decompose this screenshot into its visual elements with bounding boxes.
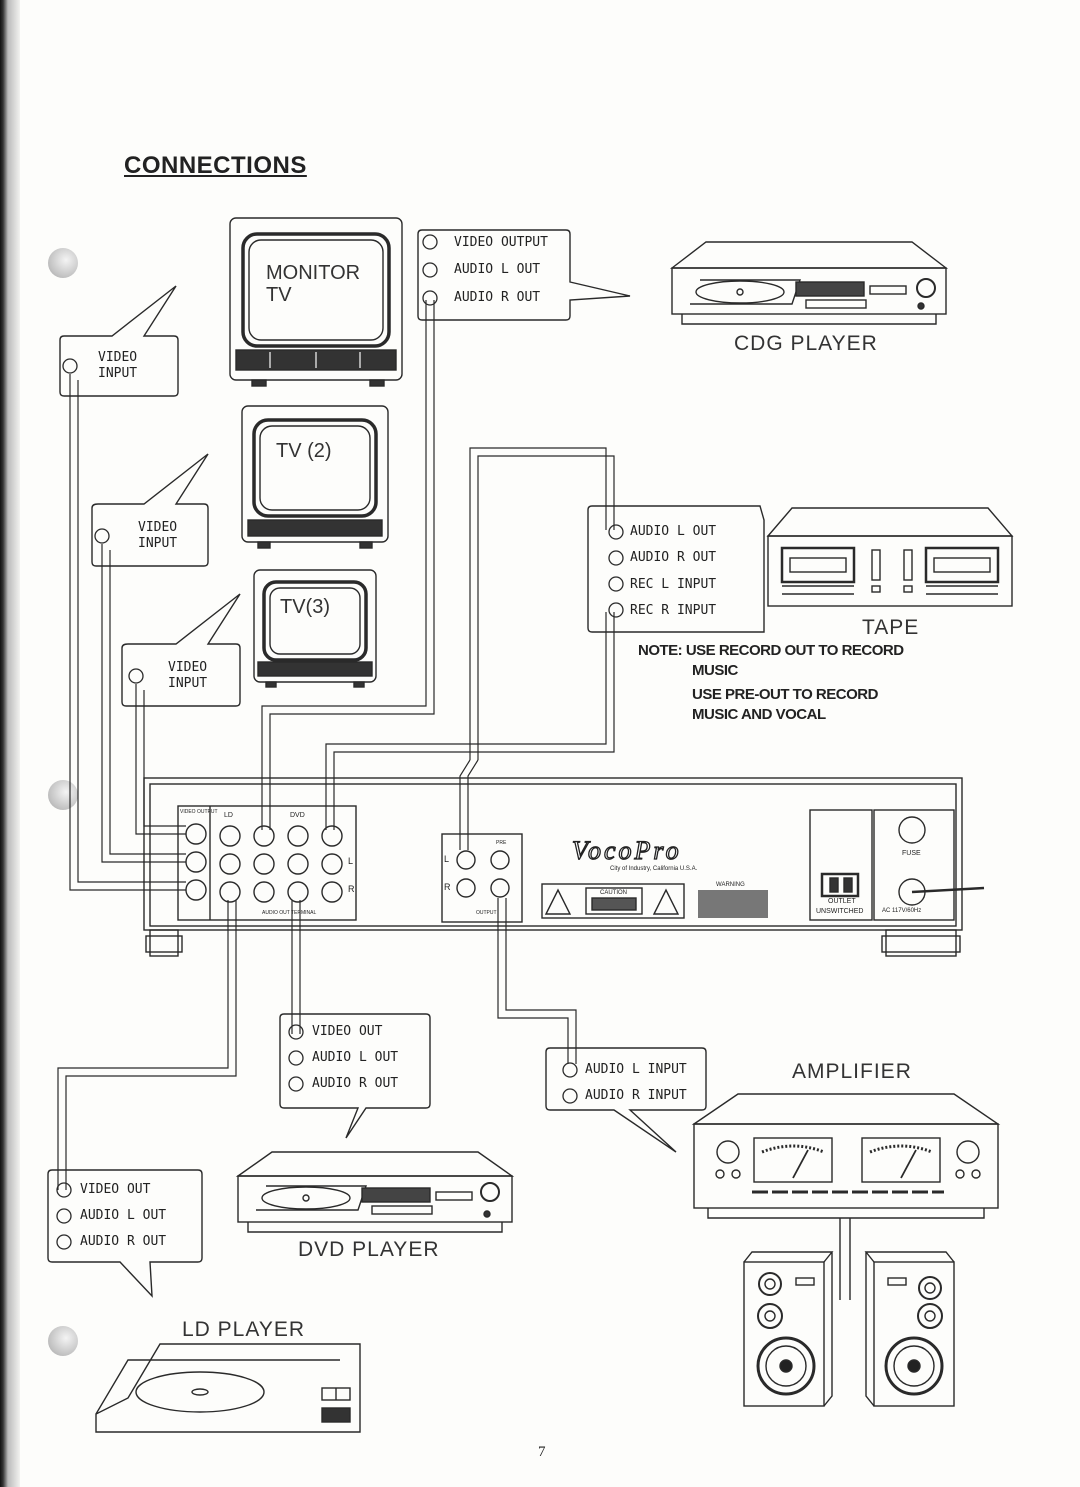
right-speaker	[864, 1251, 955, 1407]
ld-audio-l-out: AUDIO L OUT	[80, 1208, 167, 1223]
ld-player-label: LD PLAYER	[182, 1318, 305, 1341]
monitor-input-label: INPUT	[98, 366, 138, 381]
dvd-audio-r-out: AUDIO R OUT	[312, 1076, 399, 1091]
brand-location: City of Industry, California U.S.A.	[610, 866, 698, 872]
panel-out-l: L	[348, 856, 354, 866]
unswitched-label: UNSWITCHED	[816, 908, 864, 915]
cdg-audio-r-out: AUDIO R OUT	[454, 290, 541, 305]
panel-dvd: DVD	[290, 812, 305, 819]
panel-audio-out-terminal: AUDIO OUT TERMINAL	[262, 910, 317, 916]
callout-tv2	[91, 453, 209, 567]
amplifier-label: AMPLIFIER	[792, 1060, 912, 1083]
amp-audio-r-input: AUDIO R INPUT	[585, 1088, 687, 1103]
outlet-label: OUTLET	[828, 898, 856, 905]
tv2-input-label: INPUT	[138, 536, 178, 551]
callout-dvd	[279, 1013, 431, 1139]
dvd-player	[235, 1151, 515, 1233]
page-number: 7	[538, 1444, 546, 1460]
panel-ld: LD	[224, 812, 233, 819]
binding-edge	[0, 0, 20, 1487]
note-line-4: MUSIC AND VOCAL	[692, 706, 826, 723]
punch-hole	[48, 248, 78, 278]
vocopro-logo: VocoPro	[571, 835, 682, 865]
callout-tape	[587, 505, 765, 633]
tv2	[241, 405, 389, 549]
tape-audio-r-out: AUDIO R OUT	[630, 550, 717, 565]
warning-label: WARNING	[716, 882, 745, 888]
left-speaker	[743, 1251, 834, 1407]
amplifier	[691, 1093, 1001, 1300]
callout-tv3	[121, 593, 241, 707]
ld-player	[95, 1343, 361, 1433]
page-title: CONNECTIONS	[124, 152, 307, 179]
panel-pre-l: L	[444, 854, 450, 864]
note-line-1: NOTE: USE RECORD OUT TO RECORD	[638, 642, 904, 659]
fuse-label: FUSE	[902, 850, 921, 857]
callout-cdg	[417, 229, 631, 321]
callout-ld	[47, 1169, 203, 1298]
punch-hole	[48, 1326, 78, 1356]
ac-rating-label: AC 117V/60Hz	[882, 908, 922, 914]
dvd-audio-l-out: AUDIO L OUT	[312, 1050, 399, 1065]
dvd-player-label: DVD PLAYER	[298, 1238, 440, 1261]
panel-pre-r: R	[444, 882, 451, 892]
ld-video-out: VIDEO OUT	[80, 1182, 151, 1197]
note-line-2: MUSIC	[692, 662, 738, 679]
cdg-player	[669, 241, 949, 325]
cdg-video-output: VIDEO OUTPUT	[454, 235, 548, 250]
tv3-input-label: INPUT	[168, 676, 208, 691]
amp-audio-l-input: AUDIO L INPUT	[585, 1062, 687, 1077]
tv2-label: TV (2)	[276, 440, 332, 462]
connector-glyphs	[56, 234, 624, 1250]
panel-video-output: VIDEO OUTPUT	[180, 809, 218, 815]
tape-rec-l-input: REC L INPUT	[630, 577, 717, 592]
panel-pre: PRE	[496, 840, 507, 846]
tv3-video-label: VIDEO	[168, 660, 208, 675]
callout-monitor	[59, 285, 179, 397]
monitor-tv-label: MONITOR TV	[266, 262, 361, 306]
tv3	[253, 569, 377, 688]
tape-audio-l-out: AUDIO L OUT	[630, 524, 717, 539]
panel-out-r: R	[348, 884, 355, 894]
ld-audio-r-out: AUDIO R OUT	[80, 1234, 167, 1249]
cables	[57, 300, 615, 1190]
dvd-video-out: VIDEO OUT	[312, 1024, 383, 1039]
cdg-audio-l-out: AUDIO L OUT	[454, 262, 541, 277]
monitor-tv	[229, 217, 403, 387]
tape-label: TAPE	[862, 616, 920, 639]
monitor-video-label: VIDEO	[98, 350, 138, 365]
tv3-label: TV(3)	[280, 596, 330, 618]
caution-label: CAUTION	[600, 890, 627, 896]
callout-amp	[545, 1047, 707, 1153]
tape-rec-r-input: REC R INPUT	[630, 603, 717, 618]
tv2-video-label: VIDEO	[138, 520, 178, 535]
cdg-player-label: CDG PLAYER	[734, 332, 878, 355]
note-line-3: USE PRE-OUT TO RECORD	[692, 686, 878, 703]
tape-deck	[766, 507, 1014, 607]
panel-output: OUTPUT	[476, 910, 497, 916]
punch-hole	[48, 780, 78, 810]
